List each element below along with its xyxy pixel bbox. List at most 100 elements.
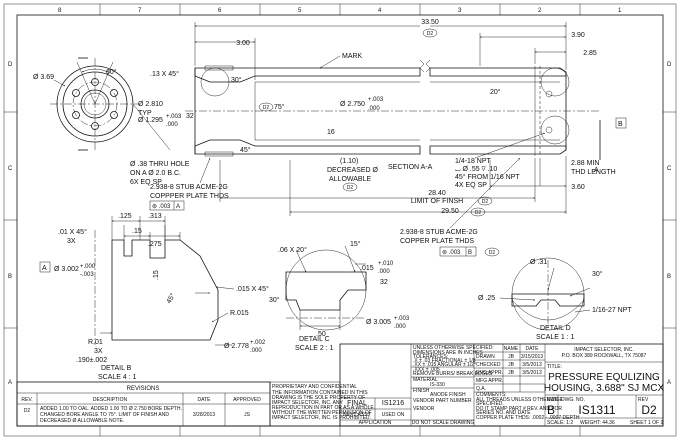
revisions-header-approved: APPROVED: [233, 397, 261, 403]
detail-c-callout-circle: [540, 67, 570, 97]
dim-dia-2750-tol-up: +.003: [368, 97, 384, 103]
title-block-used-on: USED ON: [382, 412, 405, 418]
acme-left-leader: [199, 157, 211, 184]
sig-checked-role: CHECKED: [476, 362, 501, 368]
detail-d-dia-25: Ø .25: [478, 295, 495, 302]
acme-right-leader: [449, 157, 521, 229]
surface-finish-32: 32: [186, 113, 194, 120]
proprietary-line-2: DRAWING IS THE SOLE PROPERTY OF: [272, 395, 365, 401]
zone-row-c-left: C: [8, 166, 13, 172]
title-block-material: IS-330: [430, 382, 445, 388]
revisions-row-desc-2: CHANGED BORE ANGLE TO 75°. LIMIT OF FINI…: [40, 412, 169, 418]
dim-angle-20: 20°: [490, 88, 501, 96]
end-view: [50, 58, 171, 151]
fcf-left-tolerance: ⊚ .003: [152, 204, 171, 210]
revisions-row-rev: D2: [24, 408, 31, 414]
dim-2840: 28.40: [428, 190, 446, 197]
detail-b-dim-15b: .15: [153, 270, 160, 280]
zone-row-b-left: B: [8, 274, 12, 280]
detail-b-dia-3002-tol-up: +.000: [80, 264, 96, 270]
zone-col-5-top: 5: [298, 8, 302, 14]
revisions-row-desc-1: ADDED 1.00 TO OAL. ADDED 1.00 TO Ø 2.750…: [40, 406, 182, 412]
datum-b-box: [615, 117, 627, 129]
tolerance-note-1: UNLESS OTHERWISE SPECIFIED:: [413, 345, 494, 351]
end-view-hole-note-1: Ø .38 THRU HOLE: [130, 161, 190, 168]
dim-300: 3.00: [236, 40, 250, 47]
dim-dia-2750: Ø 2.750: [340, 101, 365, 108]
proprietary-line-5: WITHOUT THE WRITTEN PERMISSION OF: [272, 410, 372, 416]
title-block-comments-1: ALL THREADS UNLESS OTHERWISE: [476, 397, 564, 403]
title-block-rev-label: REV: [638, 397, 649, 403]
decreased-note-1: DECREASED Ø: [327, 167, 379, 174]
title-block-company: IMPACT SELECTOR, INC.: [574, 347, 633, 353]
main-mark-label: MARK: [342, 53, 363, 60]
zone-row-a-left: A: [8, 380, 12, 386]
detail-b-radius-015: R.015: [230, 310, 249, 317]
dim-360: 3.60: [571, 184, 585, 191]
dim-390: 3.90: [571, 32, 585, 39]
sig-header-date: DATE: [526, 346, 540, 352]
zone-row-a-right: A: [667, 380, 671, 386]
detail-b-dia-3002: Ø 3.002: [54, 266, 79, 273]
detail-b-dim-45: 45°: [165, 292, 177, 305]
detail-d-npt: 1/16-27 NPT: [592, 307, 632, 314]
title-block-dwg-no: IS1311: [578, 403, 615, 417]
section-a-a-view: [78, 55, 601, 160]
detail-b-dim-15: .15: [132, 228, 142, 235]
fcf-left-datum: A: [176, 204, 180, 210]
detail-d-angle-30: 30°: [592, 270, 603, 278]
dim-limit-of-finish: LIMIT OF FINSH: [411, 198, 463, 205]
detail-b-dim-190: .190±.002: [76, 357, 107, 364]
fcf-right-tolerance: ⊚ .003: [442, 250, 461, 256]
npt-note-3: 45° FROM 1/16 NPT: [455, 173, 520, 181]
proprietary-line-1: THE INFORMATION CONTAINED IN THIS: [272, 390, 368, 396]
rev-bubble-decreased: [342, 182, 358, 192]
title-block-grid: [339, 343, 664, 427]
rev-bubble-overall: [422, 28, 438, 38]
dim-dia-1295-tol-dn: .000: [166, 122, 178, 128]
detail-b-datum-a: A: [42, 265, 47, 272]
detail-b-dims: [100, 216, 232, 346]
sig-eng-role: ENG APPR.: [476, 370, 503, 376]
title-block-weight: WEIGHT: 44.36: [580, 420, 615, 426]
title-block-scale: SCALE: 1:2: [547, 420, 573, 426]
detail-b-radius-01: R.01: [88, 339, 103, 346]
datum-b-label: B: [618, 121, 623, 128]
end-view-dia-369: Ø 3.69: [33, 74, 54, 81]
main-dim-lines: [194, 22, 567, 216]
revisions-row-approved: JS: [244, 412, 251, 418]
detail-b-dim-125: .125: [118, 213, 132, 220]
title-block-no-scale: DO NOT SCALE DRAWING: [412, 420, 475, 426]
detail-b-dia-2778: Ø 2.778: [224, 343, 249, 350]
detail-c-dims: [295, 245, 366, 330]
sig-checked-name: JB: [508, 362, 515, 368]
title-block-vendor-pn: VENDOR PART NUMBER: [413, 398, 472, 404]
rev-bubble-limit-text: D2: [482, 199, 489, 205]
tolerance-note-2: DIMENSIONS ARE IN INCHES: [413, 350, 483, 356]
rev-bubble-right-text: D2: [489, 250, 496, 256]
title-block-next-assy: NEXT ASSY: [343, 412, 371, 418]
detail-b-radius-01-3x: 3X: [94, 348, 103, 355]
section-a-label: A: [594, 167, 599, 174]
dim-dia-1295-tol-up: +.003: [166, 114, 182, 120]
proprietary-line-3: IMPACT SELECTOR, INC. ANY: [272, 400, 344, 406]
detail-d-title: DETAIL D: [540, 325, 571, 332]
tolerance-note-5: .XX ± .015 ANGULAR ± 1/2°: [413, 362, 476, 368]
title-block-material-label: MATERIAL: [413, 377, 438, 383]
detail-b-scale: SCALE 4 : 1: [98, 374, 137, 381]
sig-drawn-role: DRAWN: [476, 354, 495, 360]
title-block-title-2: HOUSING, 3.688" SJ MCX: [544, 383, 665, 394]
dim-285: 2.85: [583, 50, 597, 57]
detail-b-dia-3002-tol-dn: -.003: [80, 272, 94, 278]
acme-left-note-1: 2.938-8 STUB ACME-2G: [150, 184, 228, 191]
detail-c-view: [285, 249, 367, 331]
rev-bubble-2950-text: D2: [475, 210, 482, 216]
rev-bubble-75-text: D2: [263, 105, 270, 111]
decreased-value: (1.10): [340, 158, 358, 165]
detail-c-title: DETAIL C: [299, 336, 330, 343]
zone-col-6-top: 6: [218, 8, 222, 14]
detail-c-dim-015-tol-up: +.010: [378, 261, 394, 267]
detail-c-dim-015-tol-dn: .000: [378, 269, 390, 275]
sig-checked-date: 3/5/2013: [522, 362, 542, 368]
